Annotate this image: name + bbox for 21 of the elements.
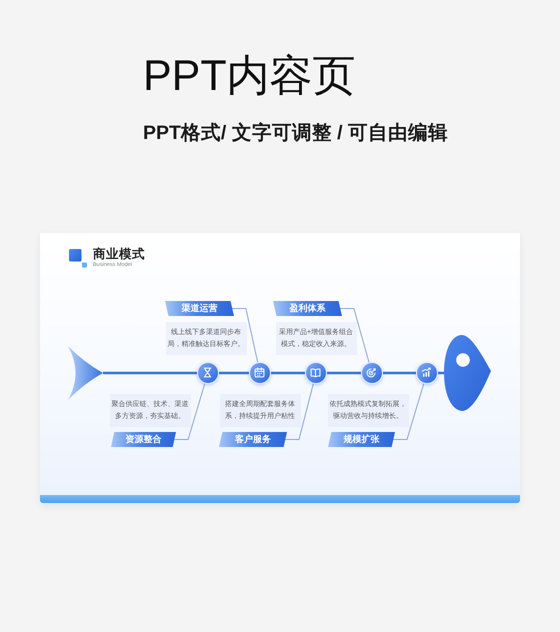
leader-line bbox=[174, 383, 206, 440]
spine-line bbox=[271, 372, 305, 374]
subtitle: PPT格式/ 文字可调整 / 可自由编辑 bbox=[143, 122, 448, 145]
spine-line bbox=[438, 372, 444, 374]
fish-head bbox=[444, 335, 491, 411]
title-tag: 渠道运营 bbox=[165, 301, 234, 316]
leader-line bbox=[339, 308, 370, 363]
spine-line bbox=[327, 372, 361, 374]
title-tag: 资源整合 bbox=[111, 432, 176, 447]
title-tag: 盈利体系 bbox=[273, 301, 342, 316]
spine-line bbox=[219, 372, 249, 374]
leader-line bbox=[231, 308, 258, 363]
spine-line bbox=[383, 372, 416, 374]
section-title: 商业模式 bbox=[93, 247, 145, 261]
title-tag: 客户服务 bbox=[219, 432, 287, 447]
leader-line bbox=[392, 383, 424, 440]
spine-line bbox=[103, 372, 197, 374]
fish-tail bbox=[68, 346, 103, 400]
title-tag: 规模扩张 bbox=[328, 432, 395, 447]
leader-line bbox=[284, 383, 314, 440]
page-title: PPT内容页 bbox=[143, 51, 356, 102]
